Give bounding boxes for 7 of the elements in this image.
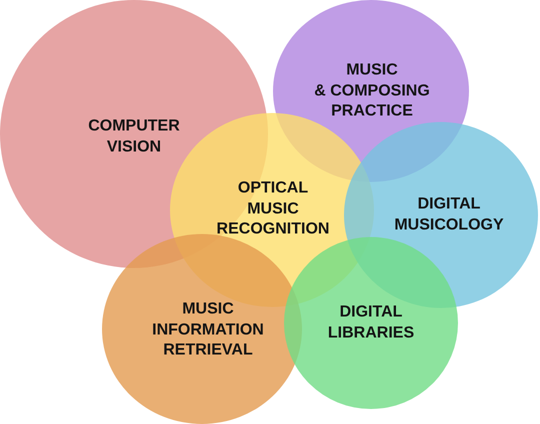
topic-label: MUSIC & COMPOSING PRACTICE [314,60,430,122]
topic-label: OPTICAL MUSIC RECOGNITION [216,178,330,240]
topic-circle [284,237,458,409]
topic-label: COMPUTER VISION [88,116,180,157]
topic-label: DIGITAL LIBRARIES [328,302,414,343]
topic-label: DIGITAL MUSICOLOGY [394,194,504,235]
topic-label: MUSIC INFORMATION RETRIEVAL [152,299,264,360]
